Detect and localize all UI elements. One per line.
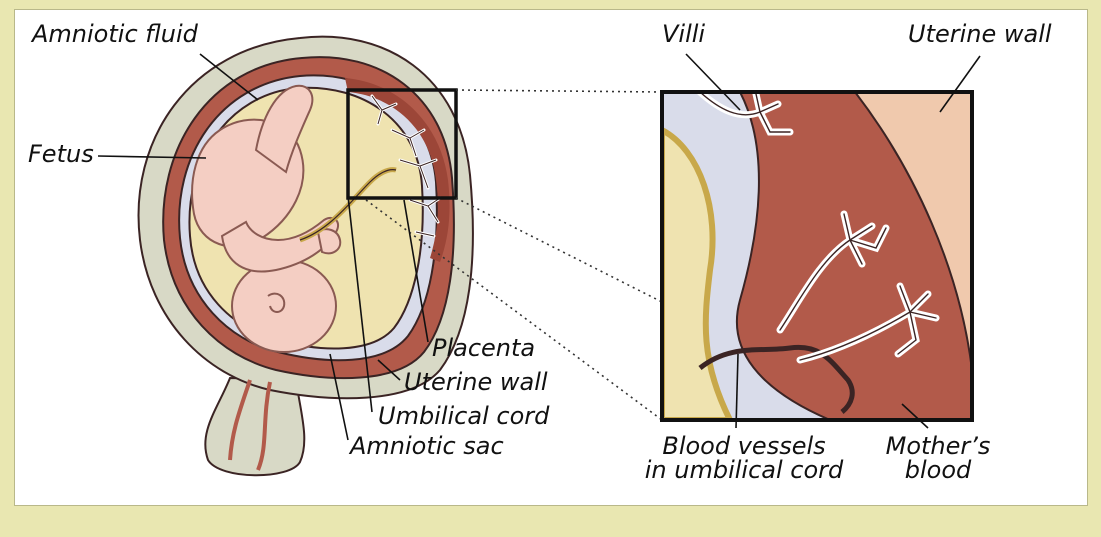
zoom-box: [346, 88, 458, 200]
fetus-ear: [267, 292, 286, 313]
leader-lines: [97, 53, 981, 441]
fetus-leg: [220, 216, 340, 273]
label-amniotic-sac: Amniotic sac: [350, 432, 504, 460]
leader-mothers-blood: [901, 403, 929, 429]
label-fetus: Fetus: [28, 140, 94, 168]
label-mothers-blood-line1: Mother’s: [885, 432, 991, 460]
zoom-connector-lines: [365, 89, 663, 421]
leader-uterine-wall-left: [377, 359, 401, 381]
label-villi: Villi: [662, 20, 706, 48]
label-uterine-wall-right: Uterine wall: [908, 20, 1052, 48]
leader-fetus: [97, 155, 207, 159]
fetus-arm: [254, 84, 314, 174]
detail-frame: [660, 90, 974, 422]
umbilical-cord-outline: [299, 169, 397, 241]
label-umbilical-cord: Umbilical cord: [378, 402, 550, 430]
label-blood-vessels-line1: Blood vessels: [662, 432, 826, 460]
leader-amniotic-fluid: [199, 53, 259, 101]
label-mothers-blood: Mother’s blood: [884, 434, 992, 482]
leader-villi: [685, 53, 741, 111]
label-mothers-blood-line2: blood: [904, 456, 972, 484]
label-uterine-wall-left: Uterine wall: [404, 368, 548, 396]
detail-fluid: [662, 126, 734, 420]
label-amniotic-fluid: Amniotic fluid: [32, 20, 198, 48]
cervix-vessels: [228, 379, 272, 471]
zoom-detail: [662, 92, 972, 420]
detail-villi-outline: [699, 92, 937, 361]
placenta-villi-outline: [371, 95, 441, 237]
leader-placenta: [403, 199, 429, 343]
label-blood-vessels: Blood vessels in umbilical cord: [636, 434, 852, 482]
leader-blood-vessels: [735, 353, 739, 429]
fetus-hand: [316, 228, 342, 255]
leader-umbilical-cord: [347, 195, 373, 413]
leader-uterine-wall-right: [939, 55, 981, 113]
leader-amniotic-sac: [329, 353, 349, 441]
label-blood-vessels-line2: in umbilical cord: [644, 456, 844, 484]
label-placenta: Placenta: [432, 334, 536, 362]
placenta-tissue: [345, 78, 450, 262]
fetus: [191, 84, 342, 353]
